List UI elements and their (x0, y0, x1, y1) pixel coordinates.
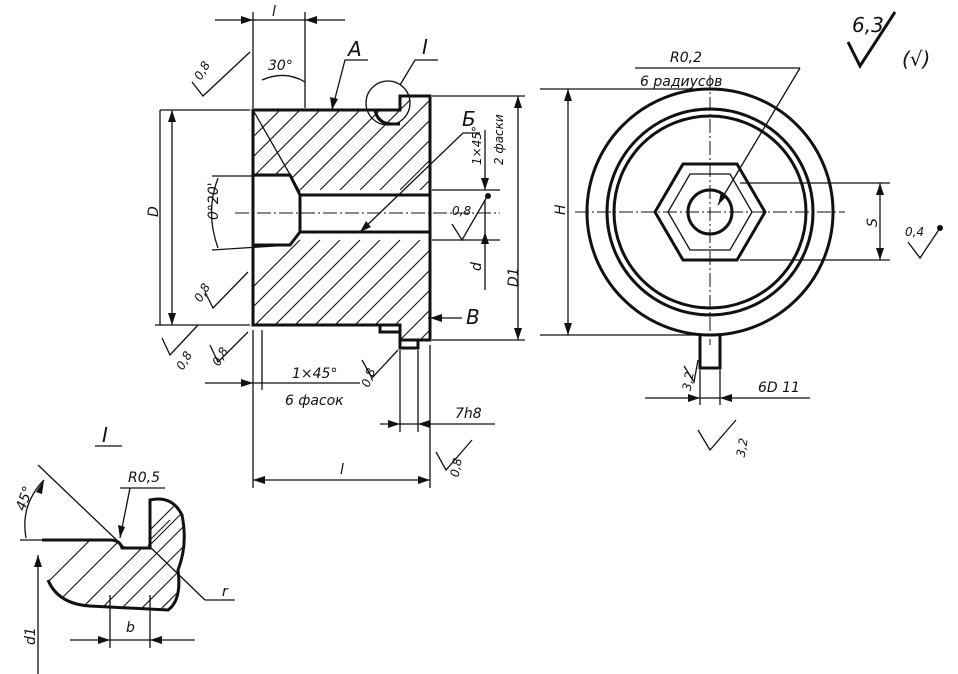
leader-I: I (399, 35, 438, 86)
svg-text:D: D (146, 206, 162, 217)
detail-I: I 45° R0,5 (13, 423, 235, 674)
detail-outline (42, 497, 186, 612)
svg-text:l: l (340, 462, 344, 478)
key-lug-end (698, 335, 722, 370)
dim-l-bottom: l (253, 345, 431, 488)
svg-text:D1: D1 (506, 267, 522, 287)
roughness-32-b: 3,2 (697, 419, 751, 458)
general-roughness: 6,3 (√) (846, 11, 930, 71)
leader-B: B (428, 305, 480, 329)
bore-outline (253, 173, 430, 247)
svg-text:d: d (469, 262, 485, 271)
groove-bottom (378, 325, 400, 334)
dim-l-top-label: l (272, 4, 276, 20)
svg-text:0,8: 0,8 (209, 345, 231, 369)
dim-chamfer-2: 1×45° 2 фаски (432, 114, 506, 191)
groove-top (373, 109, 400, 126)
svg-text:S: S (865, 218, 881, 227)
dim-angle-30: 30° (252, 58, 306, 193)
dim-d: d (432, 200, 500, 290)
leader-R02: R0,2 6 радиусов (635, 50, 801, 206)
svg-text:I: I (422, 35, 428, 59)
svg-text:7h8: 7h8 (455, 406, 482, 422)
svg-text:(√): (√) (902, 47, 930, 71)
svg-text:r: r (222, 584, 229, 600)
svg-text:3,2: 3,2 (734, 437, 751, 458)
roughness-08-chamfer: 0,8 (359, 349, 399, 389)
roughness-08-top-left: 0,8 (160, 51, 251, 111)
dim-chamfer-6: 1×45° 6 фасок (205, 330, 360, 488)
svg-text:b: b (126, 620, 135, 636)
roughness-08-bottom-left: 0,8 (161, 324, 199, 373)
svg-text:I: I (102, 423, 108, 447)
svg-text:R0,2: R0,2 (670, 50, 702, 66)
dim-angle-020: 0°20' (206, 175, 291, 251)
detail-d1: d1 (23, 555, 42, 674)
detail-angle: 45° (13, 464, 126, 549)
roughness-08-left: 0,8 (191, 271, 249, 310)
svg-text:6,3: 6,3 (852, 13, 884, 37)
svg-text:1×45°: 1×45° (292, 366, 337, 382)
svg-text:0,4: 0,4 (905, 225, 924, 239)
svg-text:45°: 45° (13, 484, 37, 513)
svg-text:0,8: 0,8 (191, 59, 213, 83)
svg-text:H: H (553, 204, 569, 215)
dim-7h8: 7h8 (380, 350, 495, 432)
svg-text:A: A (346, 37, 362, 61)
svg-text:R0,5: R0,5 (128, 470, 160, 486)
dim-H: H (540, 88, 700, 336)
svg-text:Б: Б (462, 107, 476, 131)
svg-text:0,8: 0,8 (359, 366, 379, 389)
svg-text:0,8: 0,8 (452, 204, 471, 218)
detail-r: r (147, 544, 235, 601)
svg-text:0,8: 0,8 (448, 457, 465, 479)
dim-6D11: 6D 11 (645, 370, 810, 405)
body-outline (251, 94, 432, 342)
roughness-08-end: 0,8 (435, 439, 473, 479)
dim-l-top: l (215, 4, 345, 108)
svg-text:1×45°: 1×45° (470, 126, 484, 165)
section-view: l 30° 0,8 A I Б B (146, 4, 525, 488)
svg-text:d1: d1 (23, 627, 39, 645)
svg-text:0°20': 0°20' (206, 182, 222, 220)
detail-r05: R0,5 (118, 470, 165, 539)
detail-b: b (70, 595, 195, 648)
dim-D: D (146, 110, 250, 326)
key-lug (398, 340, 420, 350)
roughness-04: 0,4 (905, 225, 943, 260)
angle-30-label: 30° (268, 58, 293, 74)
svg-text:3,2: 3,2 (680, 371, 697, 392)
dim-S: S (740, 182, 890, 261)
detail-marker-circle (365, 80, 411, 126)
leader-A: A (330, 37, 368, 111)
leader-Б: Б (359, 107, 480, 233)
svg-text:2 фаски: 2 фаски (492, 114, 506, 165)
end-view: H S 0,4 R0,2 6 радиусов 6 (540, 11, 943, 458)
section-hatch-lower (253, 239, 430, 340)
svg-text:6 радиусов: 6 радиусов (640, 74, 722, 90)
svg-text:B: B (466, 305, 480, 329)
svg-text:6 фасок: 6 фасок (285, 393, 344, 409)
detail-hatch (42, 499, 185, 610)
dim-D1: D1 (432, 95, 525, 341)
roughness-32-a: 3,2 (680, 359, 699, 392)
svg-text:0,8: 0,8 (173, 349, 195, 373)
svg-text:6D 11: 6D 11 (758, 380, 800, 396)
roughness-08-bottom-mid: 0,8 (209, 331, 249, 369)
